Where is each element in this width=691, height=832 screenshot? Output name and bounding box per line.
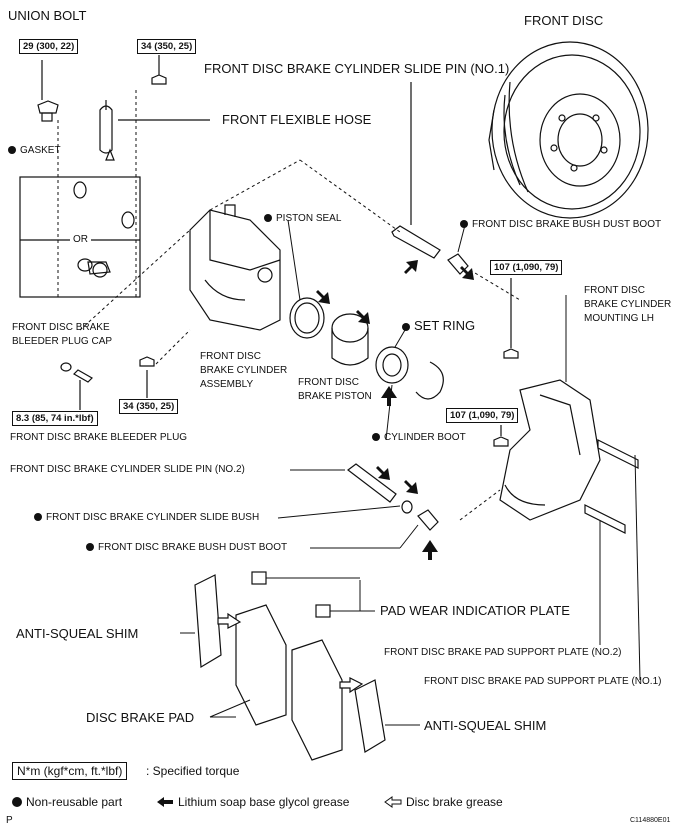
cylinder-boot-text: CYLINDER BOOT (384, 432, 466, 443)
torque-caliper-top-bolt: 34 (350, 25) (137, 39, 197, 54)
anti-squeal-shim-left-drawing (194, 574, 222, 669)
slide-pin-no2-drawing (347, 463, 397, 503)
bush-dust-boot-top-text: FRONT DISC BRAKE BUSH DUST BOOT (472, 219, 662, 230)
caliper-lower-bolt-drawing (139, 356, 155, 398)
piston-seal-text: PISTON SEAL (276, 213, 342, 224)
slide-bush-label: FRONT DISC BRAKE CYLINDER SLIDE BUSH (34, 512, 259, 524)
gasket-text: GASKET (20, 145, 61, 156)
mounting-lh-label: FRONT DISC BRAKE CYLINDER MOUNTING LH (584, 284, 671, 326)
piston-line2: BRAKE PISTON (298, 391, 372, 402)
pad-wear-plate-2-drawing (315, 604, 331, 618)
bush-dust-boot-top-drawing (447, 253, 469, 275)
bleeder-cap-line2: BLEEDER PLUG CAP (12, 336, 113, 347)
disc-grease-arrow-icon (384, 796, 402, 808)
bleeder-plug-drawing (60, 362, 93, 410)
torque-mounting-lower: 107 (1,090, 79) (446, 408, 519, 423)
slide-pin-no1-drawing (391, 82, 441, 259)
mounting-line3: MOUNTING LH (584, 313, 654, 324)
front-disc-drawing (488, 41, 649, 219)
union-bolt-label: UNION BOLT (8, 8, 87, 23)
anti-squeal-shim-right-drawing (354, 679, 386, 753)
page-mark: P (6, 815, 13, 826)
mounting-line1: FRONT DISC (584, 285, 645, 296)
non-reusable-dot-icon (372, 433, 380, 441)
cylinder-assembly-drawing (189, 204, 281, 331)
torque-mounting-upper: 107 (1,090, 79) (490, 260, 563, 275)
gasket-label: GASKET (8, 145, 61, 157)
bush-dust-boot-top-label: FRONT DISC BRAKE BUSH DUST BOOT (460, 219, 661, 231)
pad-wear-plate-label: PAD WEAR INDICATIOR PLATE (380, 603, 570, 618)
slide-bush-text: FRONT DISC BRAKE CYLINDER SLIDE BUSH (46, 512, 260, 523)
brake-piston-label: FRONT DISC BRAKE PISTON (298, 376, 372, 404)
cyl-assy-line2: BRAKE CYLINDER (200, 365, 288, 376)
support-plate-no1-label: FRONT DISC BRAKE PAD SUPPORT PLATE (NO.1… (424, 676, 662, 687)
bush-dust-boot-bottom-label: FRONT DISC BRAKE BUSH DUST BOOT (86, 542, 287, 554)
piston-line1: FRONT DISC (298, 377, 359, 388)
anti-squeal-shim-right-label: ANTI-SQUEAL SHIM (424, 718, 547, 733)
flexible-hose-label: FRONT FLEXIBLE HOSE (222, 112, 372, 127)
cylinder-boot-label: CYLINDER BOOT (372, 432, 466, 444)
support-plate-no1-drawing (597, 439, 639, 469)
piston-drawing (331, 313, 369, 366)
figure-code: C114880E01 (630, 817, 671, 824)
slide-bush-drawing (401, 500, 413, 514)
torque-caliper-lower-bolt: 34 (350, 25) (119, 399, 179, 414)
disc-brake-pad-outer-drawing (291, 639, 343, 761)
lithium-grease-arrow-icon (157, 797, 173, 807)
non-reusable-dot-icon (34, 513, 42, 521)
bleeder-plug-label: FRONT DISC BRAKE BLEEDER PLUG (10, 432, 188, 443)
caliper-top-bolt-drawing (151, 55, 167, 85)
torque-union-bolt: 29 (300, 22) (19, 39, 79, 54)
set-ring-text: SET RING (414, 318, 476, 333)
cylinder-boot-drawing (375, 346, 409, 384)
flexible-hose-drawing (99, 100, 210, 161)
pad-wear-plate-1-drawing (251, 571, 267, 585)
legend-torque-box: N*m (kgf*cm, ft.*lbf) (12, 762, 128, 780)
set-ring-drawing (415, 361, 444, 400)
legend-lithium: Lithium soap base glycol grease (178, 795, 350, 809)
non-reusable-dot-icon (264, 214, 272, 222)
lithium-grease-arrows (316, 260, 474, 560)
legend-non-reusable: Non-reusable part (12, 795, 122, 809)
support-plate-no2-label: FRONT DISC BRAKE PAD SUPPORT PLATE (NO.2… (384, 647, 622, 658)
bush-dust-boot-bottom-text: FRONT DISC BRAKE BUSH DUST BOOT (98, 542, 288, 553)
disc-grease-arrows (217, 612, 364, 694)
cylinder-mounting-drawing (499, 379, 601, 521)
non-reusable-dot-icon (12, 797, 22, 807)
cyl-assy-line3: ASSEMBLY (200, 379, 254, 390)
non-reusable-dot-icon (86, 543, 94, 551)
non-reusable-dot-icon (402, 323, 410, 331)
bleeder-cap-label: FRONT DISC BRAKE BLEEDER PLUG CAP (12, 321, 112, 349)
piston-seal-drawing (289, 297, 325, 339)
legend-torque-desc: : Specified torque (146, 764, 240, 778)
slide-pin-no1-label: FRONT DISC BRAKE CYLINDER SLIDE PIN (NO.… (204, 61, 510, 76)
anti-squeal-shim-left-label: ANTI-SQUEAL SHIM (16, 626, 139, 641)
disc-brake-pad-inner-drawing (235, 604, 287, 726)
set-ring-label: SET RING (402, 318, 475, 333)
front-disc-label: FRONT DISC (524, 13, 604, 28)
cyl-assy-line1: FRONT DISC (200, 351, 261, 362)
mounting-bolt-upper-drawing (503, 278, 519, 359)
legend-non-reusable-text: Non-reusable part (26, 795, 123, 809)
cylinder-assembly-label: FRONT DISC BRAKE CYLINDER ASSEMBLY (200, 350, 287, 392)
disc-brake-pad-label: DISC BRAKE PAD (86, 710, 195, 725)
support-plate-no2-drawing (584, 504, 626, 534)
slide-pin-no2-label: FRONT DISC BRAKE CYLINDER SLIDE PIN (NO.… (10, 464, 245, 475)
bush-dust-boot-bottom-drawing (417, 509, 439, 531)
or-label: OR (70, 234, 91, 246)
legend-disc-grease: Disc brake grease (406, 795, 503, 809)
mounting-bolt-lower-drawing (493, 425, 509, 447)
non-reusable-dot-icon (460, 220, 468, 228)
mounting-line2: BRAKE CYLINDER (584, 299, 672, 310)
piston-seal-label: PISTON SEAL (264, 213, 341, 225)
bleeder-cap-line1: FRONT DISC BRAKE (12, 322, 110, 333)
non-reusable-dot-icon (8, 146, 16, 154)
union-bolt-drawing (37, 60, 59, 122)
torque-bleeder-plug: 8.3 (85, 74 in.*lbf) (12, 411, 98, 426)
